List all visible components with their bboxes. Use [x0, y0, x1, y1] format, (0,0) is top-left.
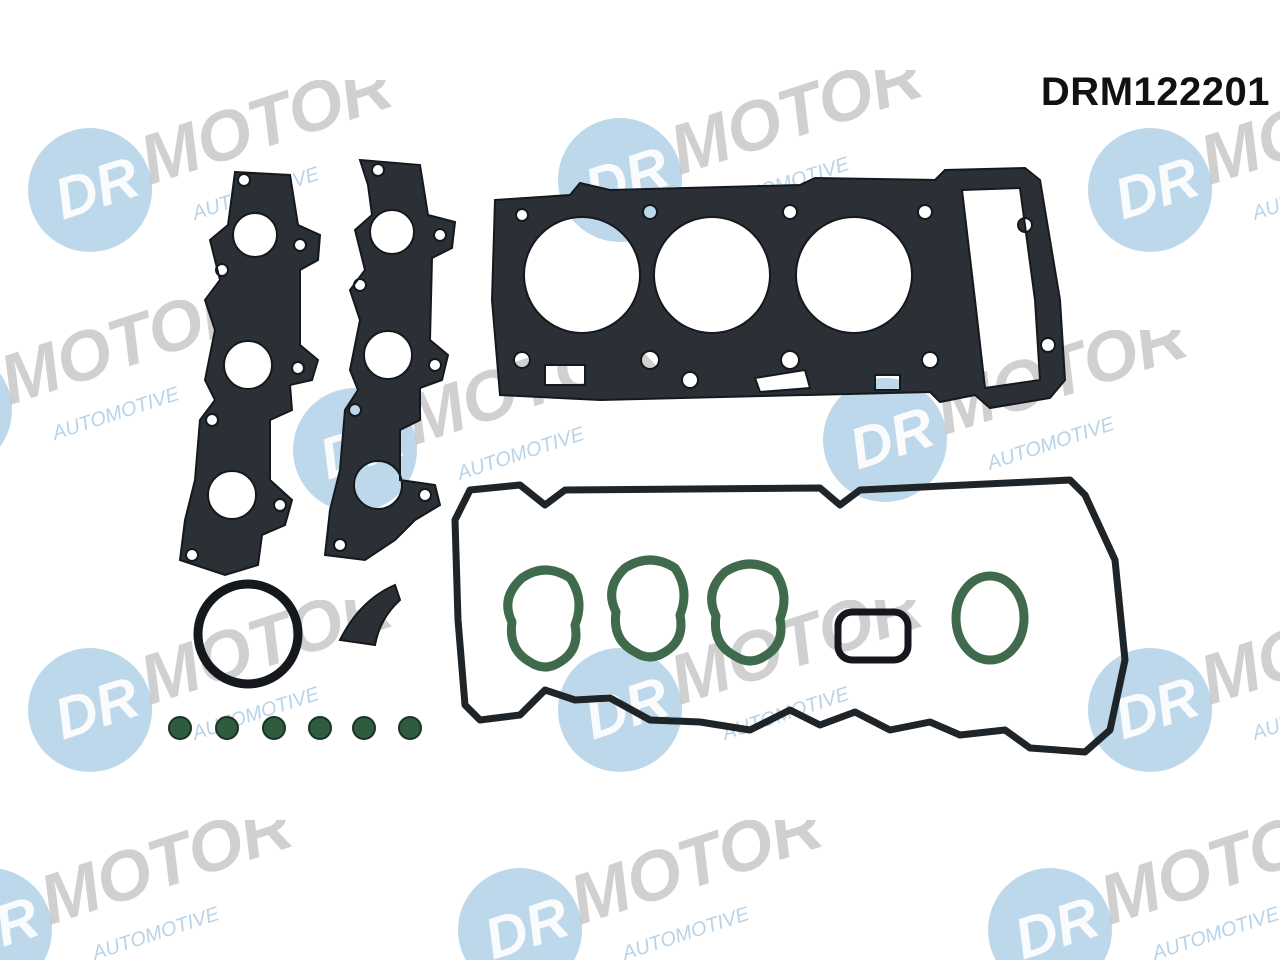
intake-seals — [503, 555, 1029, 672]
valve-stem-seals — [168, 716, 422, 740]
small-seal — [834, 608, 912, 664]
valve-cover-gasket — [451, 476, 1129, 756]
round-seal — [193, 579, 303, 689]
manifold-gasket-right — [323, 158, 457, 562]
part-code-label: DRM122201 — [1040, 70, 1270, 114]
manifold-gasket-left — [178, 170, 322, 577]
cylinder-head-gasket — [490, 166, 1067, 410]
half-moon-seal — [338, 583, 402, 647]
